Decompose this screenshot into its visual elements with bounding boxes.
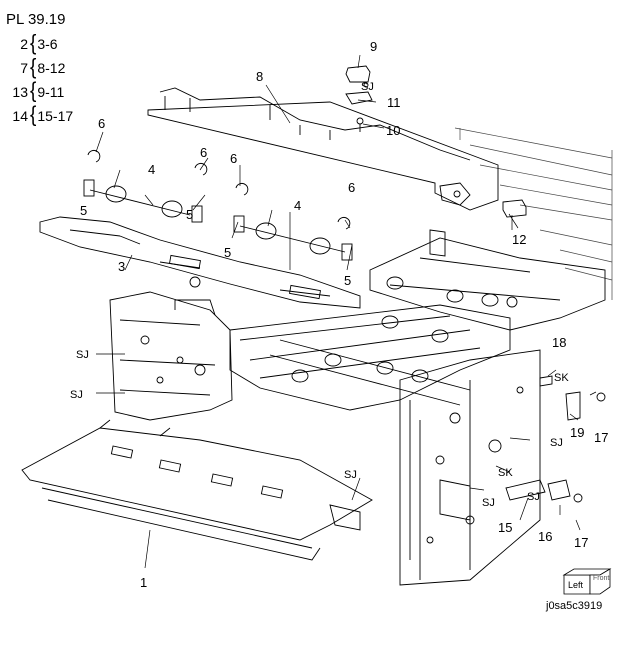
brace-icon: {: [30, 103, 37, 128]
group-range: 9-11: [37, 84, 65, 100]
callout-5: 5: [80, 203, 88, 218]
actuator-block: [502, 199, 527, 218]
callout-12: 12: [512, 232, 527, 247]
brace-icon: {: [30, 55, 37, 80]
badge-left-label: Left: [568, 580, 584, 590]
callout-5: 5: [344, 273, 352, 288]
feed-roller-shaft-right: [233, 215, 353, 261]
group-item: 13: [12, 84, 28, 100]
hinge-assembly: [345, 65, 373, 132]
parts-list-legend: PL 39.19 2{3-6 7{8-12 13{9-11 14{15-17: [6, 8, 73, 128]
right-side-frame: [399, 349, 541, 586]
bottom-cover: [21, 419, 373, 561]
callout-6: 6: [230, 151, 238, 166]
badge-front-label: Front: [593, 575, 610, 582]
frame-outline: [454, 127, 613, 300]
feed-roller-shaft-left: [83, 179, 203, 223]
group-item: 7: [20, 60, 28, 76]
callout-1: 1: [140, 575, 148, 590]
callout-5: 5: [186, 207, 194, 222]
group-range: 8-12: [37, 60, 66, 76]
callout-17: 17: [574, 535, 589, 550]
e-clips: [87, 149, 351, 230]
callout-6: 6: [98, 116, 106, 131]
callout-3: 3: [118, 259, 126, 274]
right-small-parts: [505, 375, 606, 503]
callout-8: 8: [256, 69, 264, 84]
sj-label: SJ: [361, 81, 374, 93]
callout-9: 9: [370, 39, 378, 54]
parts-list-group: 7{8-12: [6, 55, 73, 80]
sj-label: SJ: [76, 349, 89, 361]
upper-right-housing: [369, 229, 606, 331]
cube-icon: [562, 568, 612, 595]
callout-11: 11: [387, 95, 401, 110]
drawing-id: j0sa5c3919: [546, 600, 603, 612]
guide-plate: [39, 216, 361, 309]
sk-label: SK: [498, 467, 513, 479]
callout-6: 6: [348, 180, 356, 195]
parts-list-title: PL 39.19: [6, 11, 66, 28]
callout-4: 4: [294, 198, 302, 213]
callout-15: 15: [498, 520, 513, 535]
group-item: 14: [12, 108, 28, 124]
sj-label: SJ: [550, 437, 563, 449]
orientation-badge: Left Front: [562, 567, 612, 595]
parts-list-group: 13{9-11: [6, 79, 73, 104]
parts-list-group: 14{15-17: [6, 103, 74, 128]
leader-lines: [95, 54, 597, 569]
sj-label: SJ: [527, 491, 540, 503]
group-item: 2: [20, 36, 28, 52]
group-range: 15-17: [37, 108, 74, 124]
callout-17: 17: [594, 430, 609, 445]
sj-label: SJ: [344, 469, 357, 481]
sj-label: SJ: [482, 497, 495, 509]
group-range: 3-6: [37, 36, 58, 52]
callout-18: 18: [552, 335, 567, 350]
callout-16: 16: [538, 529, 553, 544]
callout-19: 19: [570, 425, 585, 440]
parts-list-group: 2{3-6: [6, 31, 73, 56]
sk-label: SK: [554, 372, 569, 384]
center-chassis: [229, 276, 511, 411]
brace-icon: {: [30, 79, 37, 104]
brace-icon: {: [30, 31, 37, 56]
callout-4: 4: [148, 162, 156, 177]
callout-10: 10: [386, 123, 401, 138]
top-bracket-plate: [147, 87, 499, 211]
left-side-frame: [109, 276, 233, 421]
callout-6: 6: [200, 145, 208, 160]
callout-5: 5: [224, 245, 232, 260]
sj-label: SJ: [70, 389, 83, 401]
